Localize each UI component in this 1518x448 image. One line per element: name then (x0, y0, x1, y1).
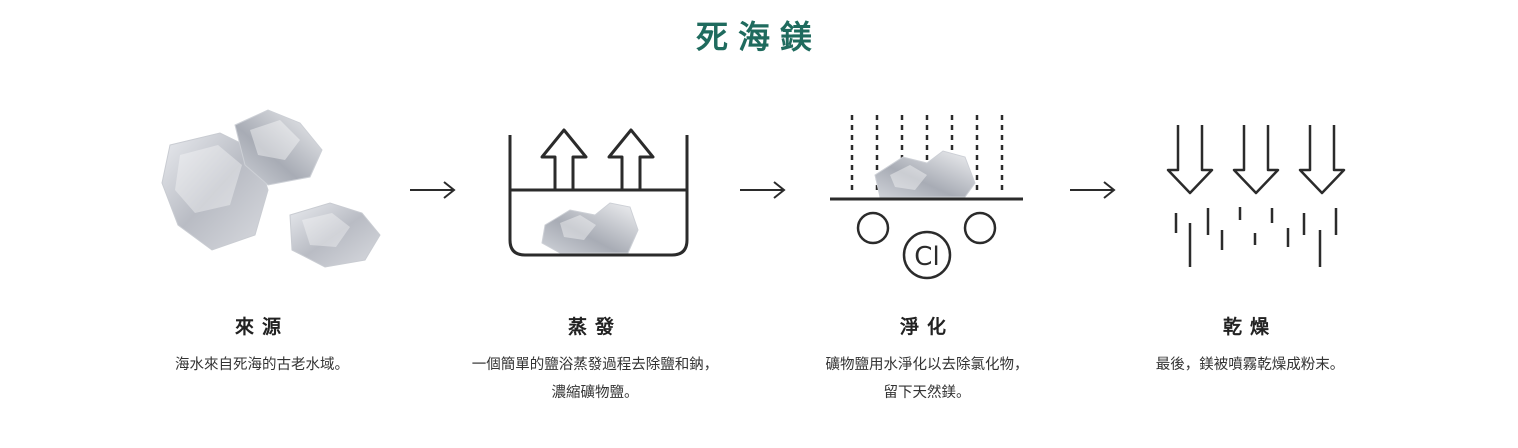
caption-drying: 乾燥 最後，鎂被噴霧乾燥成粉末。 (1080, 312, 1420, 379)
stage-purification: Cl (825, 95, 1030, 280)
arrow-right-icon (410, 181, 456, 199)
chloride-label: Cl (914, 242, 939, 272)
stage-evaporation (500, 95, 700, 265)
caption-purification: 淨化 礦物鹽用水淨化以去除氯化物， 留下天然鎂。 (757, 312, 1097, 407)
step-description: 海水來自死海的古老水域。 (175, 357, 349, 373)
caption-evaporation: 蒸發 一個簡單的鹽浴蒸發過程去除鹽和鈉， 濃縮礦物鹽。 (425, 312, 765, 407)
step-description: 一個簡單的鹽浴蒸發過程去除鹽和鈉， 濃縮礦物鹽。 (471, 357, 719, 401)
stage-source (150, 95, 390, 275)
arrow-right-icon (1070, 181, 1116, 199)
step-heading: 乾燥 (1222, 316, 1277, 338)
evaporation-icon (508, 128, 689, 257)
step-description: 最後，鎂被噴霧乾燥成粉末。 (1155, 357, 1345, 373)
step-heading: 來源 (234, 316, 289, 338)
caption-source: 來源 海水來自死海的古老水域。 (92, 312, 432, 379)
stage-drying (1160, 95, 1350, 275)
drying-icon (1166, 125, 1346, 267)
purification-icon: Cl (830, 115, 1023, 280)
crystal-icon (161, 109, 381, 268)
step-heading: 淨化 (899, 316, 954, 338)
page-title: 死海鎂 (695, 18, 822, 56)
step-description: 礦物鹽用水淨化以去除氯化物， 留下天然鎂。 (825, 357, 1029, 401)
arrow-right-icon (740, 181, 786, 199)
step-heading: 蒸發 (567, 316, 622, 338)
